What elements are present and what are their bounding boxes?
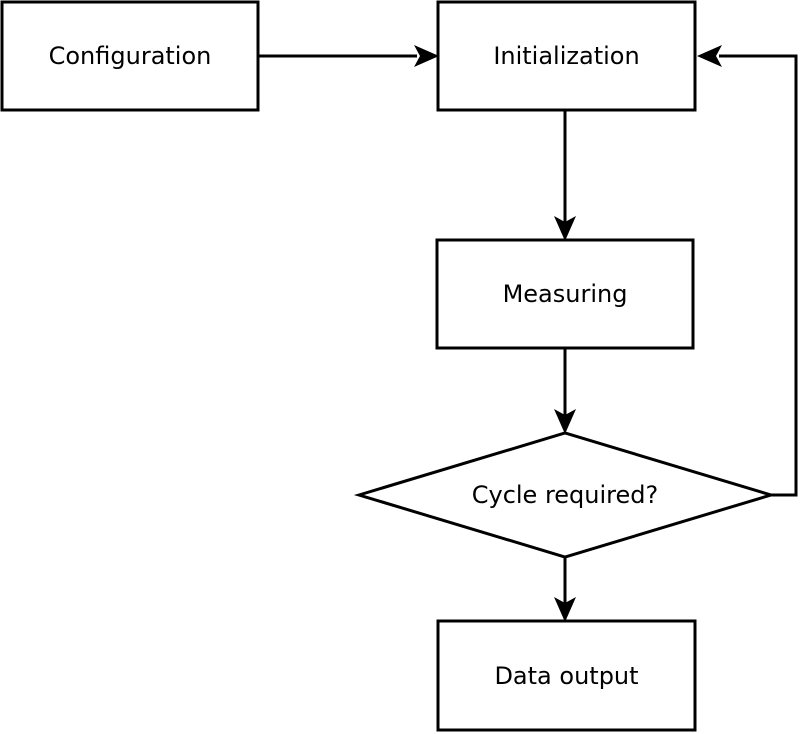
edge-feedback-loop <box>719 54 798 497</box>
node-measuring-box <box>435 238 695 350</box>
node-initialization-box <box>436 0 697 112</box>
node-data-output-box <box>436 619 697 732</box>
node-configuration-box <box>0 0 260 112</box>
arrowhead-into-cycle-required <box>554 409 576 434</box>
arrowhead-into-initialization-left <box>414 45 439 67</box>
arrowhead-into-data-output <box>554 597 576 622</box>
node-cycle-required-diamond <box>353 431 777 559</box>
arrowhead-into-initialization-right <box>697 45 722 67</box>
arrowhead-into-measuring <box>554 216 576 241</box>
